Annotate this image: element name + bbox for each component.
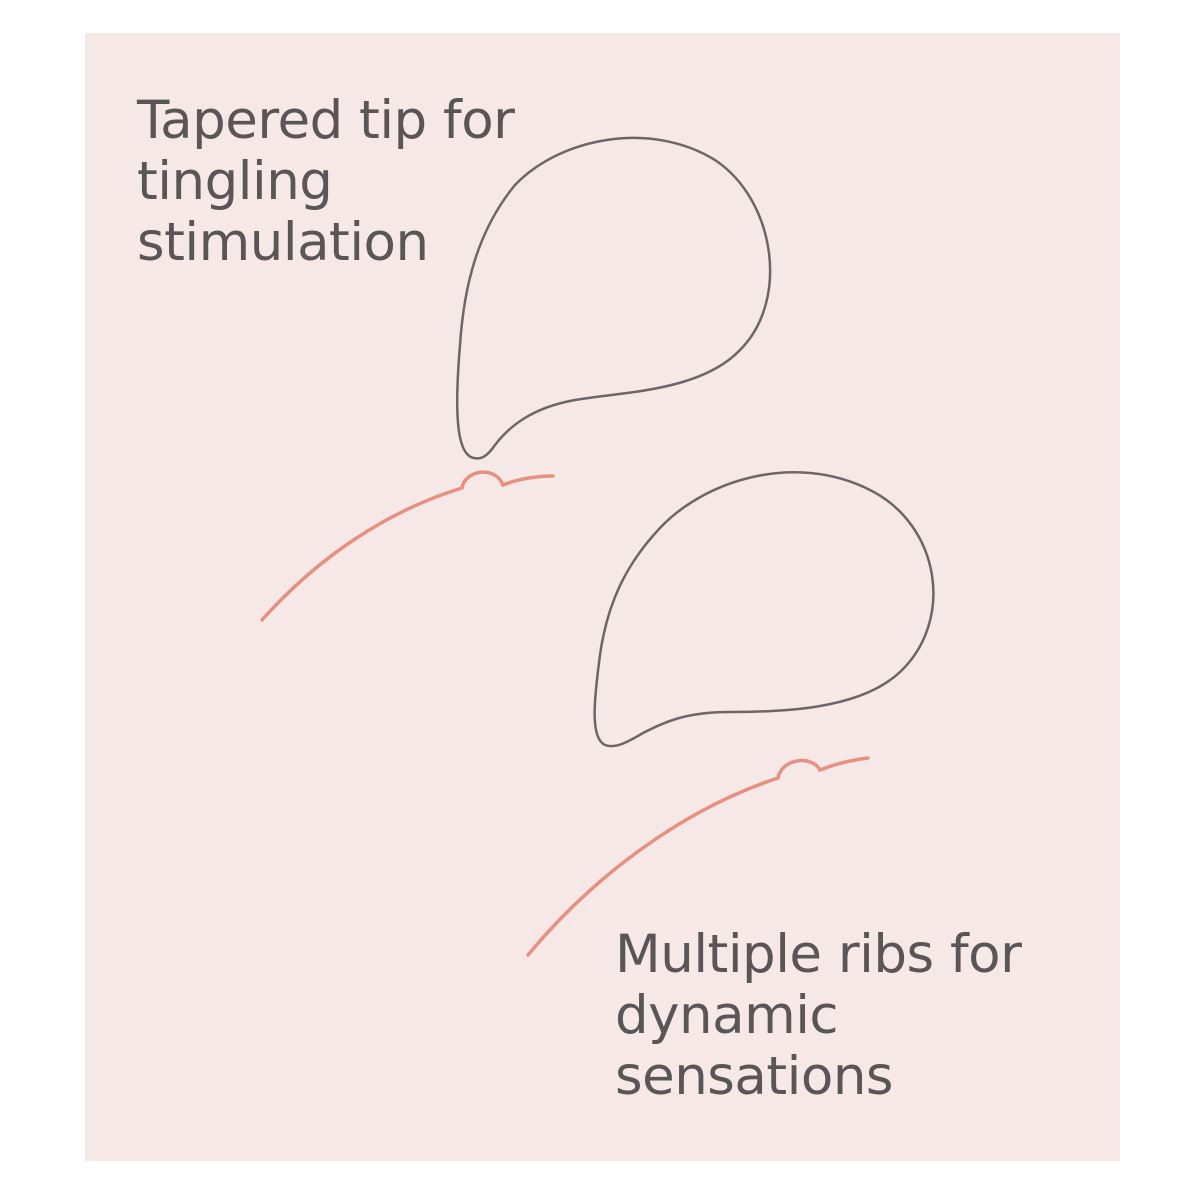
multiple-ribs-outline — [593, 471, 935, 748]
caption-line: sensations — [615, 1046, 894, 1107]
caption-line: Multiple ribs for — [615, 924, 1022, 985]
caption-line: Tapered tip for — [137, 90, 515, 151]
caption-line: dynamic — [615, 985, 839, 1046]
tapered-tip-outline — [455, 136, 772, 460]
tapered-tip-caption: Tapered tip for tingling stimulation — [137, 90, 515, 273]
bottom-body-curve — [526, 756, 870, 957]
caption-line: tingling — [137, 151, 333, 212]
top-body-curve — [260, 470, 555, 622]
caption-line: stimulation — [137, 212, 429, 273]
illustration-panel — [85, 33, 1120, 1161]
multiple-ribs-caption: Multiple ribs for dynamic sensations — [615, 924, 1022, 1107]
